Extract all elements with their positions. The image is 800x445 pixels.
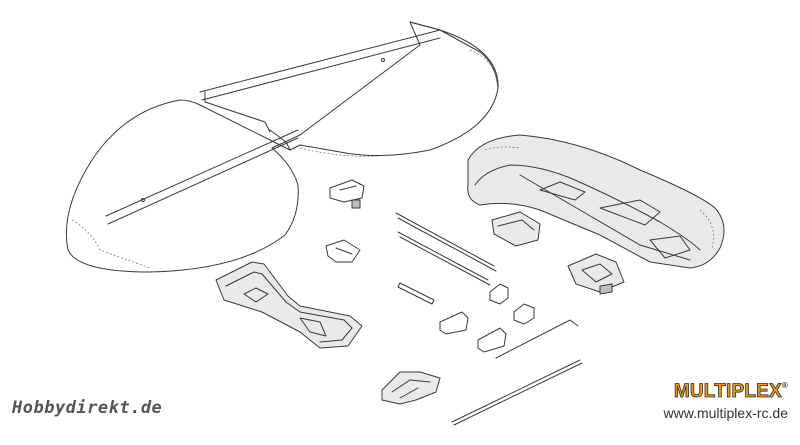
brand-block: MULTIPLEX® www.multiplex-rc.de	[664, 381, 788, 421]
clip-parts	[439, 283, 535, 353]
logo-text: MULTIPLEX	[673, 381, 782, 403]
vertical-fin	[467, 134, 725, 269]
pushrod-sleeve	[397, 282, 435, 305]
rudder-horn	[325, 239, 361, 263]
elevator-horn	[329, 179, 365, 209]
pushrod-pair	[395, 212, 497, 286]
tow-hook	[381, 371, 441, 405]
multiplex-logo: MULTIPLEX®	[673, 381, 788, 403]
hatch-cover	[491, 211, 541, 247]
watermark-text: Hobbydirekt.de	[12, 398, 163, 418]
wire-rod	[451, 319, 583, 426]
brand-url-link[interactable]: www.multiplex-rc.de	[663, 405, 788, 421]
small-cover	[567, 253, 625, 295]
canopy-latch-plate	[215, 261, 363, 349]
registered-mark: ®	[781, 381, 788, 390]
horizontal-stabilizer	[65, 21, 499, 273]
